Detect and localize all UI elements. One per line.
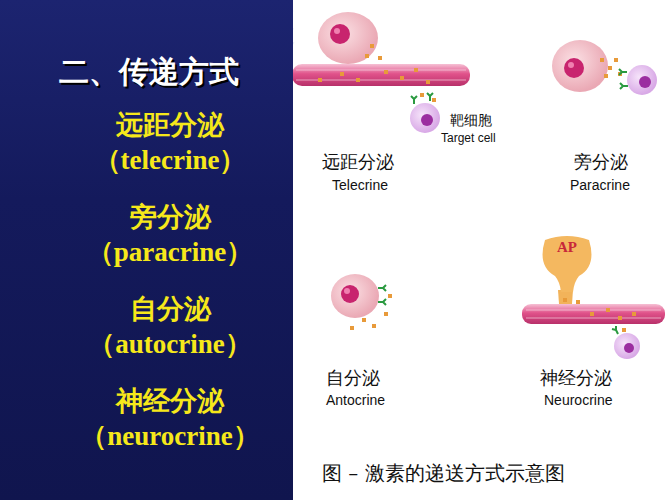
mode-name: 远距分泌 （telecrine） [50,108,290,178]
slide-heading: 二、传递方式 [14,54,284,90]
mode-name: 神经分泌 （neurocrine） [50,384,290,454]
paracrine-figure [552,40,657,95]
neuron-shape: AP [537,236,597,292]
mode-name: 自分泌 （autocrine） [50,292,290,362]
telecrine-figure [292,12,470,133]
mode-label: Antocrine [326,392,385,408]
callout-label: 靶细胞 [450,112,492,130]
mode-label: Telecrine [332,177,388,193]
callout-label: Target cell [441,131,496,145]
mode-name: 旁分泌 （paracrine） [50,200,290,270]
autocrine-figure [331,274,392,330]
mode-label: 自分泌 [326,366,380,390]
mode-label: Paracrine [570,177,630,193]
mode-label: 远距分泌 [322,150,394,174]
text-panel: 二、传递方式远距分泌 （telecrine） 旁分泌 （paracrine） 自分泌… [0,0,293,500]
neuron-label: AP [537,239,597,256]
figure-caption: 图 – 激素的递送方式示意图 [322,460,565,487]
mode-label: 旁分泌 [574,150,628,174]
mode-label: Neurocrine [544,392,612,408]
mode-label: 神经分泌 [540,366,612,390]
neurocrine-figure [522,290,665,359]
